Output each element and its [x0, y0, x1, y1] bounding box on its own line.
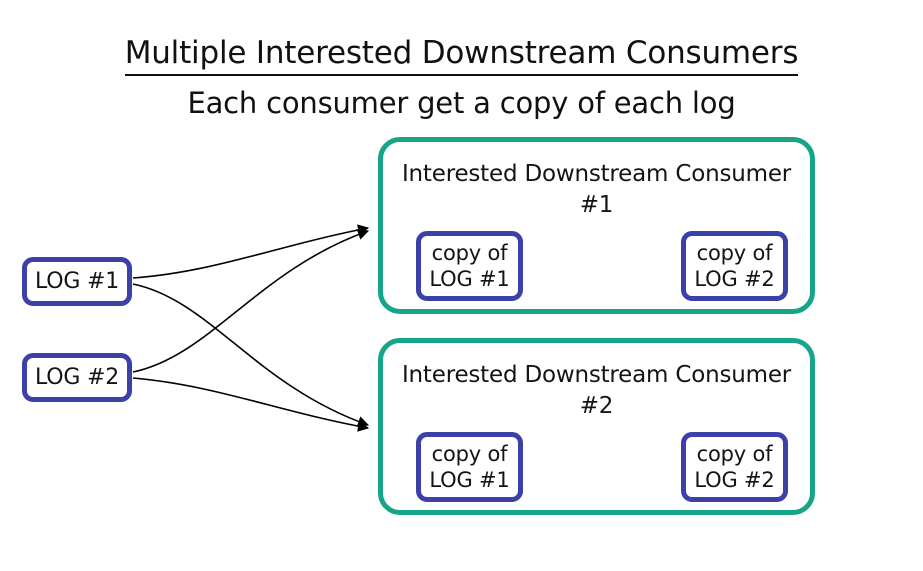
consumer-1-title: Interested Downstream Consumer #1 — [401, 161, 792, 218]
log-box-1-label: LOG #1 — [34, 268, 120, 294]
copy-label-line2: LOG #1 — [429, 468, 510, 492]
copy-label-line2: LOG #1 — [429, 267, 510, 291]
consumer-2-title: Interested Downstream Consumer #2 — [401, 362, 792, 419]
page-title-text: Multiple Interested Downstream Consumers — [124, 35, 798, 76]
consumer-box-2[interactable]: Interested Downstream Consumer #2 copy o… — [378, 338, 815, 515]
copy-label-line1: copy of — [696, 442, 773, 466]
copy-label-line1: copy of — [696, 241, 773, 265]
page-subtitle: Each consumer get a copy of each log — [187, 86, 736, 120]
copy-label-line1: copy of — [431, 241, 508, 265]
consumer-2-copy-log1[interactable]: copy of LOG #1 — [416, 432, 523, 502]
arrow-log2-to-consumer1 — [132, 229, 370, 373]
consumer-2-copy-log2[interactable]: copy of LOG #2 — [681, 432, 788, 502]
consumer-box-1[interactable]: Interested Downstream Consumer #1 copy o… — [378, 137, 815, 314]
page-title: Multiple Interested Downstream Consumers — [0, 33, 923, 76]
copy-label-line2: LOG #2 — [694, 468, 775, 492]
log-box-2[interactable]: LOG #2 — [22, 353, 132, 402]
copy-label-line1: copy of — [431, 442, 508, 466]
arrow-log1-to-consumer2 — [132, 283, 370, 427]
arrow-log1-to-consumer1 — [132, 224, 370, 279]
copy-label-line2: LOG #2 — [694, 267, 775, 291]
consumer-1-copy-log1[interactable]: copy of LOG #1 — [416, 231, 523, 301]
consumer-1-copy-log2[interactable]: copy of LOG #2 — [681, 231, 788, 301]
log-box-2-label: LOG #2 — [34, 364, 120, 390]
log-box-1[interactable]: LOG #1 — [22, 257, 132, 306]
arrow-log2-to-consumer2 — [132, 377, 370, 432]
